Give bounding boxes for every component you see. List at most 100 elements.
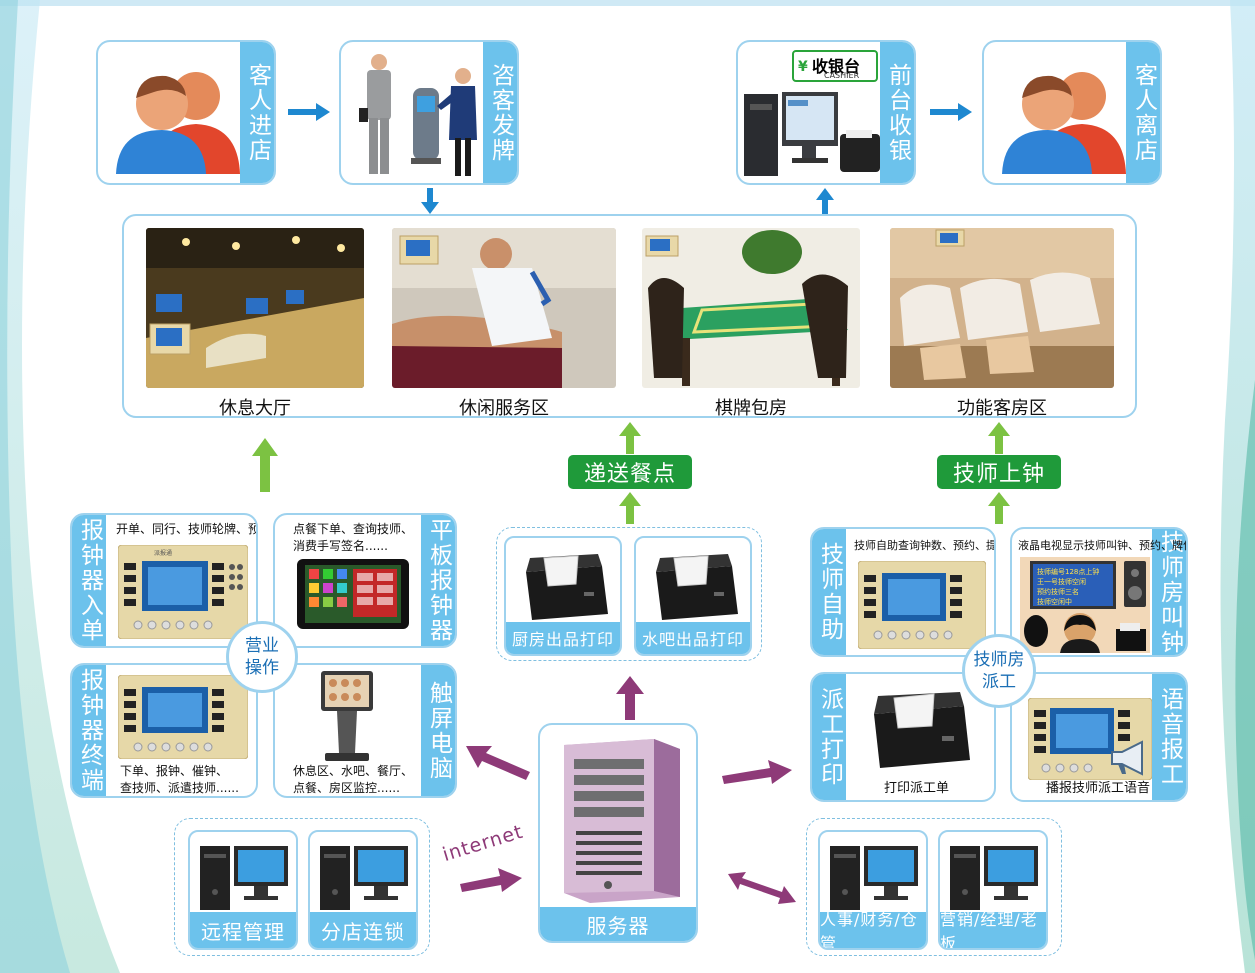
receipt-printer-icon bbox=[526, 554, 608, 620]
arrow-up-purple-icon bbox=[616, 676, 644, 720]
branch-chain-card: 分店连锁 bbox=[308, 830, 418, 950]
desktop-pc-icon bbox=[830, 846, 918, 910]
reception-staff-icon bbox=[359, 54, 477, 176]
desktop-pc-icon bbox=[320, 846, 408, 910]
tv-screen-line: 预约技师三名 bbox=[1037, 588, 1079, 596]
room-call-desc: 液晶电视显示技师叫钟、预约、牌位 bbox=[1018, 539, 1188, 552]
management-group bbox=[806, 818, 1062, 956]
touch-pc-card: 触屏电脑 休息区、水吧、餐厅、 点餐、房区监控...... bbox=[273, 663, 457, 798]
areas-panel: 休息大厅 休闲服务区 棋牌包房 功能客 bbox=[122, 214, 1137, 418]
arrow-bidirectional-purple-icon bbox=[728, 872, 796, 904]
guest-enter-card: 客人进店 bbox=[96, 40, 276, 185]
self-service-card: 技师自助 技师自助查询钟数、预约、提成 bbox=[810, 527, 996, 657]
guests-icon bbox=[116, 72, 240, 174]
touch-pc-desc-line1: 休息区、水吧、餐厅、 bbox=[293, 764, 414, 778]
pager-terminal-desc-line1: 下单、报钟、催钟、 bbox=[120, 764, 229, 778]
server-tower-icon bbox=[564, 739, 680, 903]
arrow-left-purple-icon bbox=[466, 746, 530, 780]
cashier-label: 前台收银 bbox=[880, 42, 914, 183]
cashier-pc-icon bbox=[744, 92, 880, 176]
pager-terminal-desc-line2: 查技师、派遣技师...... bbox=[120, 781, 239, 795]
hr-finance-card: 人事/财务/仓管 bbox=[818, 830, 928, 950]
marketing-card: 营销/经理/老板 bbox=[938, 830, 1048, 950]
tablet-label: 平板报钟器 bbox=[421, 515, 455, 646]
tech-dispatch-line1: 技师房 bbox=[973, 650, 1025, 670]
room-call-card: 技师房叫钟 液晶电视显示技师叫钟、预约、牌位 技师编号128点上钟 王一号技师空… bbox=[1010, 527, 1188, 657]
remote-group bbox=[174, 818, 430, 956]
kitchen-printer-card: 厨房出品打印 bbox=[504, 536, 622, 656]
business-ops-badge: 营业 操作 bbox=[226, 621, 298, 693]
reception-label: 咨客发牌 bbox=[483, 42, 517, 183]
pager-entry-desc: 开单、同行、技师轮牌、预约...... bbox=[116, 522, 256, 536]
branch-chain-label: 分店连锁 bbox=[310, 912, 416, 948]
receipt-printer-icon bbox=[874, 692, 970, 768]
server-label: 服务器 bbox=[540, 907, 696, 941]
pager-device-icon bbox=[858, 561, 986, 649]
pager-entry-label: 报钟器入单 bbox=[72, 515, 106, 646]
cashier-currency: ¥ bbox=[798, 59, 808, 75]
deliver-food-label: 递送餐点 bbox=[568, 455, 692, 489]
guests-icon bbox=[1002, 72, 1126, 174]
arrow-up-green-icon bbox=[988, 492, 1010, 524]
receipt-printer-icon bbox=[656, 554, 738, 620]
cashier-sign-text: 收银台 bbox=[812, 57, 861, 76]
speaker-icon bbox=[1124, 561, 1146, 607]
arrow-down-icon bbox=[421, 188, 439, 214]
dispatch-print-label: 派工打印 bbox=[812, 674, 846, 800]
guest-leave-label: 客人离店 bbox=[1126, 42, 1160, 183]
touch-pc-desc: 休息区、水吧、餐厅、 点餐、房区监控...... bbox=[293, 763, 414, 796]
arrow-up-icon bbox=[816, 188, 834, 214]
self-service-desc: 技师自助查询钟数、预约、提成 bbox=[854, 539, 996, 552]
remote-mgmt-card: 远程管理 bbox=[188, 830, 298, 950]
function-room-photo bbox=[890, 228, 1114, 388]
tablet-desc-line1: 点餐下单、查询技师、 bbox=[293, 522, 414, 536]
dispatch-print-desc: 打印派工单 bbox=[884, 781, 950, 796]
arrow-right-purple-icon bbox=[722, 760, 792, 784]
service-area-photo bbox=[392, 228, 616, 388]
tv-screen-line: 王一号技师空闲 bbox=[1037, 578, 1086, 586]
arrow-up-green-icon bbox=[619, 492, 641, 524]
arrow-right-icon bbox=[288, 103, 330, 121]
tv-screen: 技师编号128点上钟 王一号技师空闲 预约技师三名 技师空闲中 bbox=[1030, 561, 1116, 609]
arrow-up-green-icon bbox=[619, 422, 641, 454]
bar-printer-card: 水吧出品打印 bbox=[634, 536, 752, 656]
desktop-pc-icon bbox=[950, 846, 1038, 910]
printers-group bbox=[496, 527, 762, 661]
rest-hall-photo bbox=[146, 228, 364, 388]
area-label: 功能客房区 bbox=[957, 398, 1047, 418]
marketing-label: 营销/经理/老板 bbox=[940, 910, 1046, 948]
remote-mgmt-label: 远程管理 bbox=[190, 912, 296, 948]
pager-terminal-card: 报钟器终端 下单、报钟、催钟、 查技师、派遣技师...... bbox=[70, 663, 258, 798]
arrow-right-icon bbox=[930, 103, 972, 121]
reception-card: 咨客发牌 bbox=[339, 40, 519, 185]
desktop-pc-icon bbox=[200, 846, 288, 910]
server-card: 服务器 bbox=[538, 723, 698, 943]
voice-report-desc: 播报技师派工语音 bbox=[1046, 781, 1151, 796]
arrow-up-green-icon bbox=[988, 422, 1010, 454]
tech-dispatch-badge: 技师房 派工 bbox=[962, 634, 1036, 708]
tech-dispatch-line2: 派工 bbox=[982, 672, 1016, 692]
area-label: 棋牌包房 bbox=[715, 398, 787, 418]
touch-pc-label: 触屏电脑 bbox=[421, 665, 455, 796]
voice-report-label: 语音报工 bbox=[1152, 674, 1186, 800]
hr-finance-label: 人事/财务/仓管 bbox=[820, 910, 926, 948]
pager-brand-text: 派报通 bbox=[154, 549, 172, 557]
cashier-sign: ¥ 收银台 CASHIER bbox=[792, 50, 878, 82]
arrow-right-purple-icon bbox=[460, 868, 522, 892]
staff-silhouettes-icon bbox=[1024, 613, 1146, 653]
guest-enter-label: 客人进店 bbox=[240, 42, 274, 183]
cashier-card: ¥ 收银台 CASHIER 前台收银 bbox=[736, 40, 916, 185]
room-call-scene: 技师编号128点上钟 王一号技师空闲 预约技师三名 技师空闲中 bbox=[1020, 557, 1150, 653]
tablet-icon bbox=[297, 559, 409, 629]
touch-pc-desc-line2: 点餐、房区监控...... bbox=[293, 781, 400, 795]
pager-terminal-desc: 下单、报钟、催钟、 查技师、派遣技师...... bbox=[120, 763, 239, 796]
guest-leave-card: 客人离店 bbox=[982, 40, 1162, 185]
dispatch-print-card: 派工打印 打印派工单 bbox=[810, 672, 996, 802]
tech-start-label: 技师上钟 bbox=[937, 455, 1061, 489]
voice-report-card: 语音报工 播报技师派工语音 bbox=[1010, 672, 1188, 802]
business-ops-line1: 营业 bbox=[245, 636, 279, 656]
arrow-up-green-icon bbox=[252, 438, 278, 492]
area-label: 休闲服务区 bbox=[459, 398, 549, 418]
business-ops-line2: 操作 bbox=[245, 658, 279, 678]
